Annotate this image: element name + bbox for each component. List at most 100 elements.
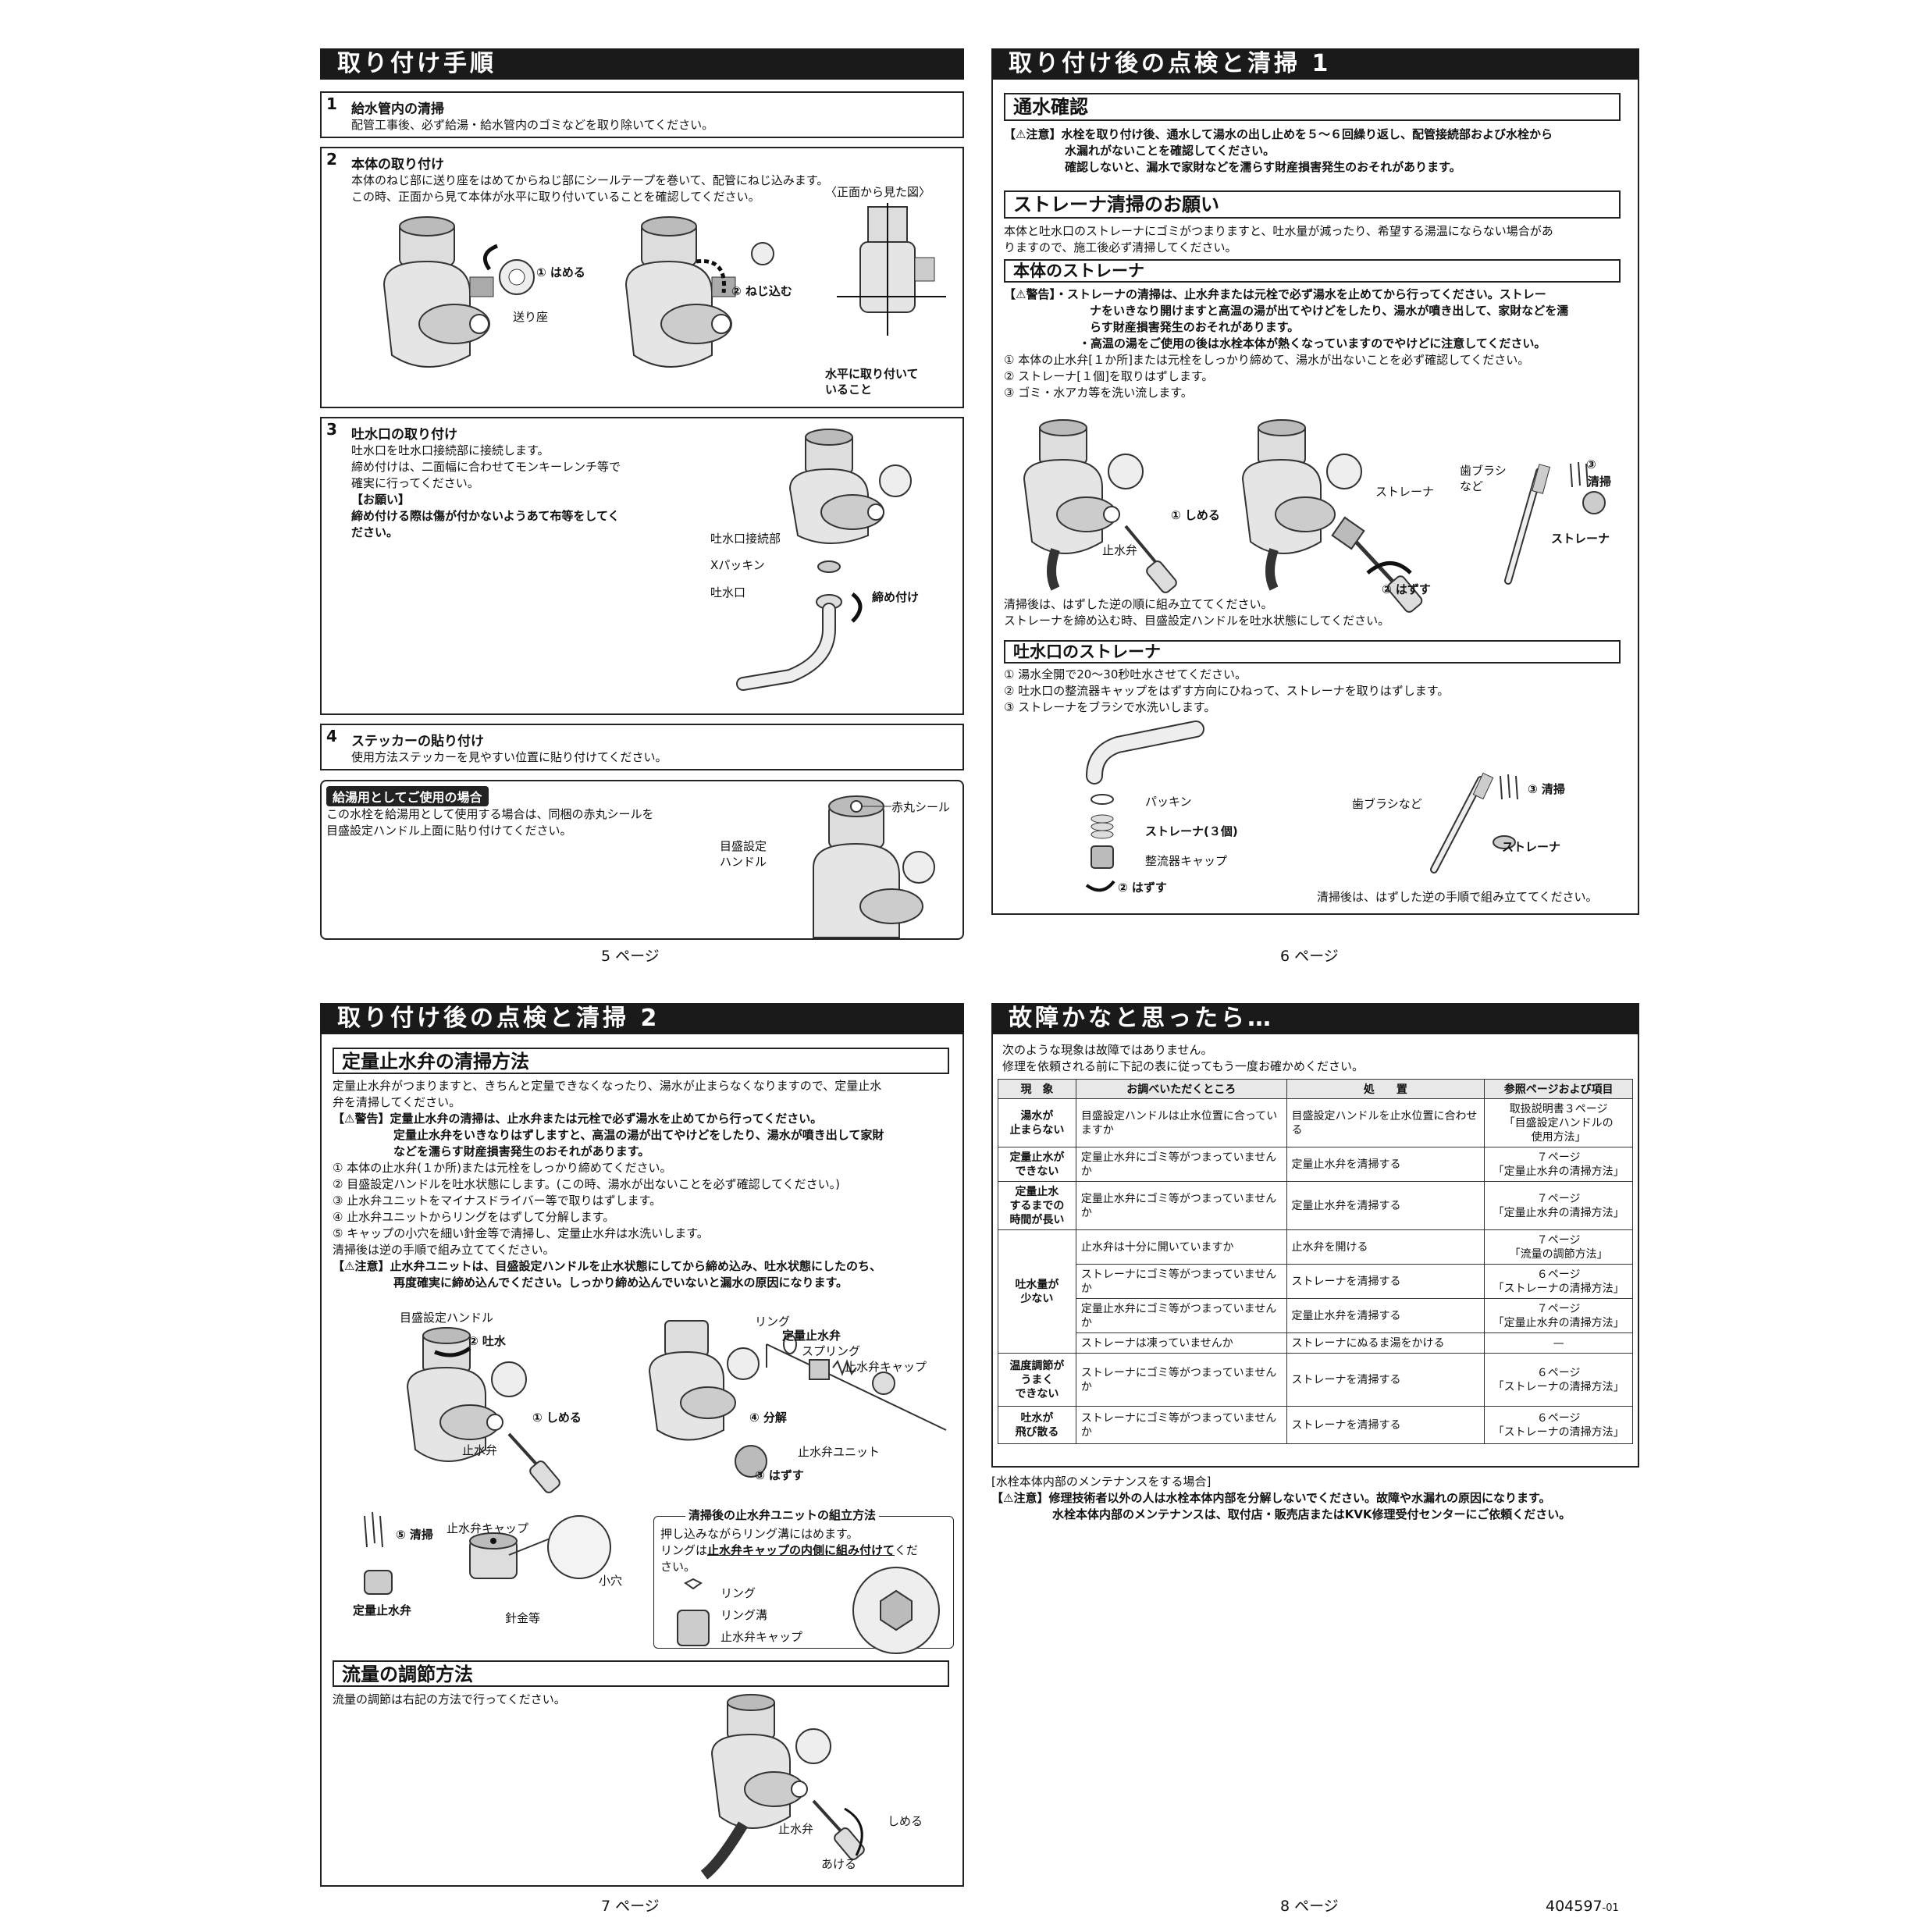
- row3-check: 止水弁は十分に開いていますか: [1075, 1229, 1287, 1265]
- body-strainer-title: 本体のストレーナ: [1004, 259, 1621, 283]
- label-body-hazusu: ② はずす: [1382, 582, 1431, 596]
- page5-banner: 取り付け手順: [320, 48, 964, 80]
- assembly-a2c: くだ: [895, 1543, 919, 1557]
- page6-frame: 取り付け後の点検と清掃 1 通水確認 【⚠注意】水栓を取り付け後、通水して湯水の…: [991, 48, 1639, 915]
- front-view-illustration: [837, 203, 946, 336]
- step2-text2: この時、正面から見て本体が水平に取り付いていることを確認してください。: [351, 190, 760, 204]
- valve-clean-s4: ④ 止水弁ユニットからリングをはずして分解します。: [333, 1210, 615, 1224]
- step3-text2: 締め付けは、二面幅に合わせてモンキーレンチ等で: [351, 460, 621, 474]
- doc-code-main: 404597: [1546, 1898, 1603, 1915]
- valve-disassembly-illustration: [648, 1320, 947, 1478]
- row5-ref: ７ページ 「定量止水弁の清掃方法」: [1484, 1298, 1633, 1333]
- assembly-box: 清掃後の止水弁ユニットの組立方法 押し込みながらリング溝にはめます。 リングは止…: [653, 1507, 954, 1654]
- step2-box: 2 本体の取り付け 本体のねじ部に送り座をはめてからねじ部にシールテープを巻いて…: [320, 147, 964, 408]
- label-handle-2: ハンドル: [720, 855, 767, 869]
- label-wash-hole: 小穴: [599, 1574, 623, 1588]
- step4-box: 4 ステッカーの貼り付け 使用方法ステッカーを見やすい位置に貼り付けてください。: [320, 724, 964, 770]
- row0-check: 目盛設定ハンドルは止水位置に合っていますか: [1075, 1098, 1287, 1147]
- step4-text: 使用方法ステッカーを見やすい位置に貼り付けてください。: [351, 750, 667, 764]
- trouble-table-header: 現 象 お調べいただくところ 処 置 参照ページおよび項目: [998, 1079, 1633, 1099]
- valve-clean-w3: などを濡らす財産損害発生のおそれがあります。: [393, 1144, 650, 1158]
- label-wash-cap: 止水弁キャップ: [447, 1521, 529, 1535]
- page5-number: 5 ページ: [601, 948, 660, 965]
- label-body-strainer: ストレーナ: [1375, 485, 1435, 499]
- maintenance-caution2: 水栓本体内部のメンテナンスは、取付店・販売店またはKVK修理受付センターにご依頼…: [1052, 1507, 1571, 1521]
- step1-title: 給水管内の清掃: [351, 101, 444, 117]
- step3-note1: 締め付ける際は傷が付かないようあて布等をしてく: [351, 509, 620, 523]
- table-row: 吐水が 飛び散る ストレーナにゴミ等がつまっていませんか ストレーナを清掃する …: [998, 1406, 1633, 1444]
- document-code: 404597-01: [1546, 1898, 1619, 1915]
- label-valve-valve: 止水弁: [462, 1443, 498, 1457]
- valve-clean-t1: 定量止水弁がつまりますと、きちんと定量できなくなったり、湯水が止まらなくなります…: [333, 1079, 882, 1093]
- maintenance-title: [水栓本体内部のメンテナンスをする場合]: [991, 1475, 1212, 1489]
- row2-symptom: 定量止水 するまでの 時間が長い: [998, 1181, 1076, 1230]
- row8-action: ストレーナを清掃する: [1286, 1406, 1485, 1444]
- faucet-body-illustration-2: [624, 216, 774, 368]
- row7-check: ストレーナにゴミ等がつまっていませんか: [1075, 1353, 1287, 1407]
- table-row: ストレーナは凍っていませんか ストレーナにぬるま湯をかける —: [998, 1332, 1633, 1354]
- red-seal-handle-illustration: [813, 795, 935, 938]
- spout-strainer-title: 吐水口のストレーナ: [1004, 640, 1621, 664]
- row3-ref: ７ページ 「流量の調節方法」: [1484, 1229, 1633, 1265]
- assembly-a2a: リングは: [660, 1543, 708, 1557]
- row4-action: ストレーナを清掃する: [1286, 1264, 1485, 1299]
- assembly-a1: 押し込みながらリング溝にはめます。: [660, 1527, 859, 1541]
- step2-title: 本体の取り付け: [351, 157, 444, 173]
- step3-title: 吐水口の取り付け: [351, 427, 457, 443]
- label-wash-wire: 針金等: [505, 1611, 541, 1625]
- body-strainer-w2: ナをいきなり開けますと高温の湯が出てやけどをしたり、湯水が噴き出して、家財などを…: [1090, 304, 1569, 318]
- label-front-view: 〈正面から見た図〉: [825, 185, 931, 199]
- page6-number: 6 ページ: [1280, 948, 1339, 965]
- valve-clean-illustration-1: [406, 1327, 560, 1493]
- page6-banner: 取り付け後の点検と清掃 1: [991, 48, 1639, 80]
- row8-check: ストレーナにゴミ等がつまっていませんか: [1075, 1406, 1287, 1444]
- body-strainer-illustration-1: [1023, 419, 1177, 593]
- label-wash-teiryo: 定量止水弁: [353, 1603, 412, 1617]
- body-strainer-step2: ② ストレーナ[１個]を取りはずします。: [1004, 369, 1214, 383]
- label-spout-clean: ③ 清掃: [1528, 782, 1565, 796]
- label-spout-hazusu: ② はずす: [1118, 881, 1167, 895]
- label-spout-packing: パッキン: [1145, 795, 1192, 809]
- header-ref: 参照ページおよび項目: [1484, 1079, 1633, 1099]
- doc-code-suffix: -01: [1602, 1902, 1619, 1914]
- step1-number: 1: [326, 94, 337, 113]
- table-row: 吐水量が 少ない 止水弁は十分に開いていますか 止水弁を開ける ７ページ 「流量…: [998, 1229, 1633, 1354]
- row3-symptom: 吐水量が 少ない: [998, 1229, 1076, 1354]
- label-body-clean-num: ③: [1586, 457, 1596, 471]
- body-strainer-w4: ・高温の湯をご使用の後は水栓本体が熱くなっていますのでやけどに注意してください。: [1079, 336, 1546, 350]
- valve-clean-s5: ⑤ キャップの小穴を細い針金等で清掃し、定量止水弁は水洗いします。: [333, 1226, 709, 1240]
- label-body-shimeru: ① しめる: [1171, 508, 1220, 522]
- valve-clean-s2: ② 目盛設定ハンドルを吐水状態にします。(この時、湯水が出ないことを必ず確認して…: [333, 1177, 841, 1191]
- label-body-strainer-2: ストレーナ: [1551, 532, 1610, 546]
- toothbrush-illustration-2: [1430, 772, 1518, 873]
- label-flow-akeru: あける: [821, 1857, 857, 1871]
- page-6: 取り付け後の点検と清掃 1 通水確認 【⚠注意】水栓を取り付け後、通水して湯水の…: [991, 48, 1639, 965]
- step3-number: 3: [326, 420, 337, 439]
- label-nejikomu: ② ねじ込む: [731, 284, 792, 298]
- page8-number: 8 ページ: [1280, 1898, 1339, 1915]
- label-valve-unit: 止水弁ユニット: [798, 1445, 881, 1459]
- valve-clean-c1: 【⚠注意】止水弁ユニットは、目盛設定ハンドルを止水状態にしてから締め込み、吐水状…: [333, 1259, 882, 1273]
- assembly-illustration: [677, 1567, 940, 1654]
- label-assembly-groove: リング溝: [720, 1608, 768, 1622]
- label-valve-shimeru: ① しめる: [532, 1411, 582, 1425]
- label-hameru: ① はめる: [536, 265, 585, 279]
- label-spout-connect: 吐水口接続部: [710, 532, 781, 546]
- valve-wash-illustration: [364, 1511, 611, 1595]
- trouble-table: 現 象 お調べいただくところ 処 置 参照ページおよび項目 湯水が 止まらない …: [998, 1079, 1633, 1444]
- step3-text3: 確実に行ってください。: [351, 476, 479, 490]
- label-valve-spring: スプリング: [802, 1344, 861, 1358]
- spout-strainer-step2: ② 吐水口の整流器キャップをはずす方向にひねって、ストレーナを取りはずします。: [1004, 684, 1450, 698]
- page8-frame: 故障かなと思ったら… 次のような現象は故障ではありません。 修理を依頼される前に…: [991, 1003, 1639, 1468]
- faucet-body-illustration-1: [382, 216, 535, 368]
- label-valve-ring: リング: [755, 1315, 791, 1329]
- label-body-brush-2: など: [1460, 479, 1484, 493]
- flow-t1: 流量の調節は右記の方法で行ってください。: [333, 1692, 566, 1706]
- trouble-intro1: 次のような現象は故障ではありません。: [1002, 1043, 1213, 1057]
- label-body-clean: 清掃: [1588, 475, 1612, 489]
- spout-strainer-after: 清掃後は、はずした逆の手順で組み立ててください。: [1317, 890, 1598, 904]
- assembly-a2b: 止水弁キャップの内側に組み付けて: [707, 1543, 895, 1557]
- row1-ref: ７ページ 「定量止水弁の清掃方法」: [1484, 1147, 1633, 1182]
- label-body-brush-1: 歯ブラシ: [1460, 464, 1507, 478]
- body-strainer-after1: 清掃後は、はずした逆の順に組み立ててください。: [1004, 597, 1273, 611]
